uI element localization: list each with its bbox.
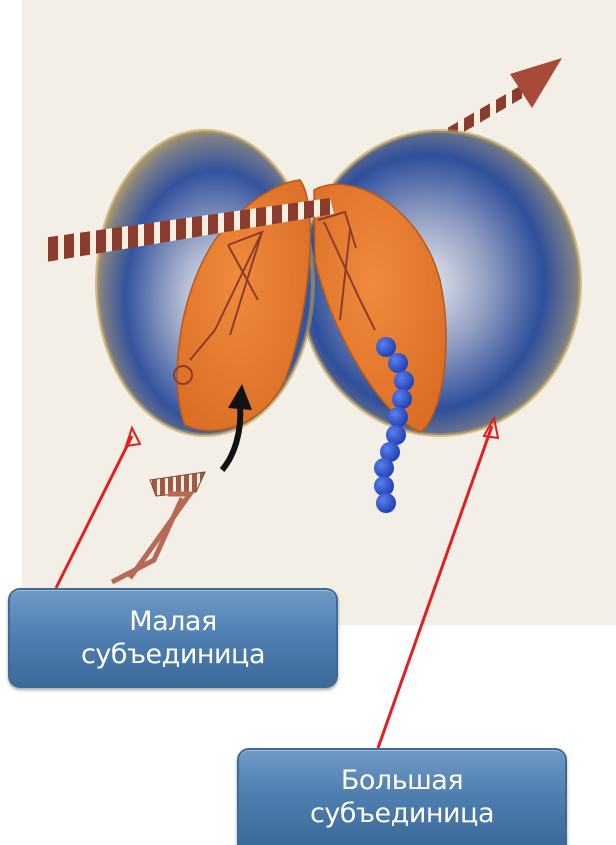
small-subunit-label-line2: субъединица <box>10 638 336 671</box>
small-subunit <box>97 131 313 435</box>
small-subunit-label: Малая субъединица <box>8 588 338 688</box>
large-subunit-label: Большая субъединица <box>237 748 567 845</box>
large-subunit-label-line1: Большая <box>239 764 565 797</box>
large-subunit-label-line2: субъединица <box>239 797 565 830</box>
small-subunit-label-line1: Малая <box>10 605 336 638</box>
large-subunit <box>300 131 580 435</box>
